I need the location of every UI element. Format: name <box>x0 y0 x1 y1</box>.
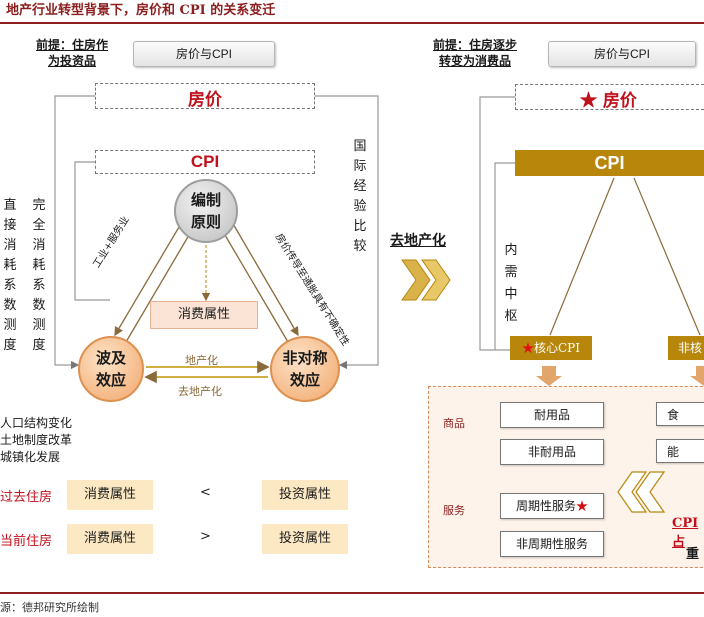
nondurable-goods: 非耐用品 <box>500 439 604 465</box>
goods-label: 商品 <box>443 417 465 430</box>
node-principle-line-1: 编制 <box>190 191 221 209</box>
left-badge: 房价与CPI <box>133 41 275 67</box>
col-direct: 直接消耗系数测度 <box>3 198 17 353</box>
col-intl: 国际经验比较 <box>353 139 367 254</box>
star-icon: ★ <box>521 341 534 355</box>
page-title: 地产行业转型背景下，房价和 CPI 的关系变迁 <box>6 3 276 18</box>
factor-2: 土地制度改革 <box>0 433 73 447</box>
row-past-operator: < <box>200 485 211 500</box>
row-current-investment: 投资属性 <box>262 524 348 554</box>
node-principle-line-2: 原则 <box>190 213 221 231</box>
row-current-label: 当前住房 <box>0 534 53 549</box>
node-asymmetric-line-2: 效应 <box>289 371 320 389</box>
left-cpi-box <box>95 150 315 174</box>
right-house-price: ★ 房价 <box>580 86 637 111</box>
right-badge: 房价与CPI <box>548 41 696 67</box>
factor-3: 城镇化发展 <box>0 450 61 464</box>
star-icon: ★ <box>576 499 589 513</box>
arrow-label-realty: 地产化 <box>185 354 218 367</box>
cpi-share-label-2: 重 <box>686 547 700 562</box>
right-premise-line-2: 转变为消费品 <box>438 54 511 68</box>
food-box: 食 <box>656 402 704 426</box>
chevron-left-icon <box>617 471 666 513</box>
durable-goods: 耐用品 <box>500 402 604 428</box>
row-past-consumption: 消费属性 <box>67 480 153 510</box>
header-divider <box>0 22 704 24</box>
right-premise-line-1: 前提：住房逐步 <box>432 38 517 52</box>
core-cpi-label: 核心CPI <box>534 341 580 355</box>
noncore-cpi-box: 非核 <box>668 336 704 360</box>
left-cpi: CPI <box>190 152 220 171</box>
services-label: 服务 <box>443 504 465 517</box>
node-asymmetric: 非对称效应 <box>270 336 340 402</box>
arrow-label-derealty: 去地产化 <box>178 385 222 398</box>
node-principle: 编制原则 <box>174 179 238 243</box>
source-note: 源：德邦研究所绘制 <box>0 601 99 614</box>
right-house-price-box <box>515 84 704 110</box>
right-cpi-bar: CPI <box>515 150 704 176</box>
left-premise-line-1: 前提：住房作 <box>35 38 108 52</box>
energy-box: 能 <box>656 439 704 463</box>
row-past-label: 过去住房 <box>0 490 53 505</box>
node-spillover-line-1: 波及 <box>95 349 126 367</box>
core-cpi-box: ★核心CPI <box>510 336 592 360</box>
cyclical-services: 周期性服务★ <box>500 493 604 519</box>
left-house-price-box <box>95 83 315 109</box>
node-spillover: 波及效应 <box>78 336 144 402</box>
factor-1: 人口结构变化 <box>0 416 73 430</box>
factors-list: 人口结构变化 土地制度改革 城镇化发展 <box>0 415 72 466</box>
consumption-attribute-box: 消费属性 <box>150 301 258 329</box>
row-current-consumption: 消费属性 <box>67 524 153 554</box>
star-icon: ★ <box>580 91 597 111</box>
left-house-price: 房价 <box>188 90 222 110</box>
node-spillover-line-2: 效应 <box>95 371 126 389</box>
left-premise: 前提：住房作 为投资品 <box>30 37 114 69</box>
node-asymmetric-line-1: 非对称 <box>282 349 328 367</box>
col-domestic-demand: 内需中枢 <box>504 243 518 324</box>
transition-label: 去地产化 <box>390 233 446 249</box>
row-current-operator: > <box>200 529 211 544</box>
row-past-investment: 投资属性 <box>262 480 348 510</box>
right-premise: 前提：住房逐步 转变为消费品 <box>425 37 525 69</box>
footer-divider <box>0 592 704 594</box>
right-house-price-text: 房价 <box>602 91 637 111</box>
col-full: 完全消耗系数测度 <box>32 198 46 353</box>
left-premise-line-2: 为投资品 <box>47 54 96 68</box>
noncyclical-services: 非周期性服务 <box>500 531 604 557</box>
chevron-right-icon <box>401 259 451 301</box>
cyclical-services-label: 周期性服务 <box>515 499 576 513</box>
cpi-share-label: CPI占 <box>672 516 699 550</box>
